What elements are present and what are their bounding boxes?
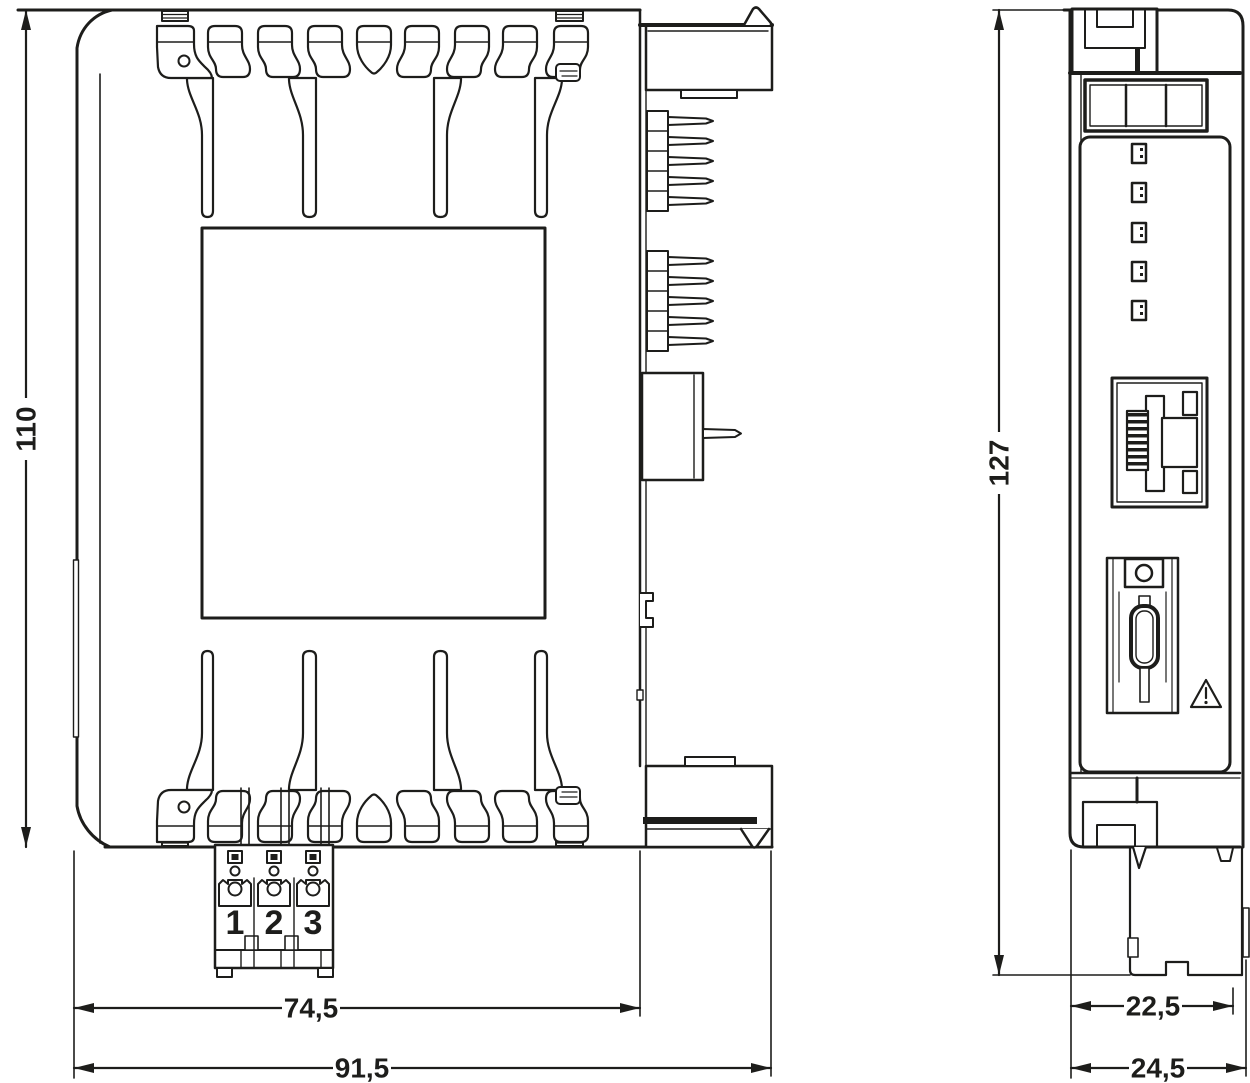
vent-slots <box>1083 78 1209 133</box>
front-outline-right <box>1062 8 1245 849</box>
label-area <box>200 226 547 620</box>
dimension-side-body-width: 74,5 <box>72 993 642 1024</box>
dim-label-front-total-width: 24,5 <box>1131 1053 1186 1083</box>
dim-label-front-body-width: 22,5 <box>1126 991 1181 1022</box>
din-clip-front-bottom <box>1068 771 1242 870</box>
din-clip-top <box>638 6 774 99</box>
terminal-block: 1 2 3 <box>213 843 335 978</box>
dim-label-front-height: 127 <box>984 440 1015 487</box>
micro-usb-connector <box>1129 604 1160 670</box>
dimension-front-total-width: 24,5 <box>1069 1053 1248 1083</box>
wall-notch <box>636 689 644 701</box>
warning-triangle-icon <box>1189 678 1223 709</box>
side-label-slot <box>72 559 80 738</box>
rj45-contacts <box>1128 413 1147 466</box>
din-clip-bottom <box>643 756 774 849</box>
ethernet-port <box>1110 376 1209 509</box>
dim-label-side-total-width: 91,5 <box>335 1053 390 1083</box>
din-rail-foot <box>1127 845 1250 977</box>
side-view: 1 2 3 <box>16 6 774 978</box>
dimension-front-body-width: 22,5 <box>1069 991 1235 1022</box>
front-view <box>1062 7 1250 977</box>
dimension-side-height: 110 <box>11 8 42 849</box>
terminal-contacts <box>240 787 330 846</box>
cooling-fins-top <box>155 24 590 219</box>
dim-label-side-body-width: 74,5 <box>284 993 339 1024</box>
middle-connector <box>640 371 742 482</box>
dimension-front-height: 127 <box>984 8 1015 977</box>
side-left-wall <box>72 8 114 849</box>
led-indicators <box>1130 142 1148 322</box>
terminal-3: 3 <box>296 850 330 942</box>
extension-lines <box>73 9 1247 1079</box>
terminal-label-3: 3 <box>304 904 323 942</box>
wall-hook <box>639 592 654 628</box>
terminal-label-2: 2 <box>265 904 284 942</box>
terminal-2: 2 <box>257 850 291 942</box>
din-clip-front-top <box>1070 7 1159 75</box>
terminal-1: 1 <box>218 850 252 942</box>
bus-pins-lower <box>646 250 714 352</box>
dim-label-side-height: 110 <box>11 406 42 451</box>
usb-port <box>1105 556 1180 715</box>
terminal-label-1: 1 <box>226 904 245 942</box>
dimension-side-total-width: 91,5 <box>72 1053 773 1083</box>
front-outline-left <box>1068 8 1086 849</box>
cooling-fins-bottom <box>155 649 590 844</box>
bus-pins-upper <box>646 110 714 212</box>
reset-button <box>1134 563 1154 583</box>
